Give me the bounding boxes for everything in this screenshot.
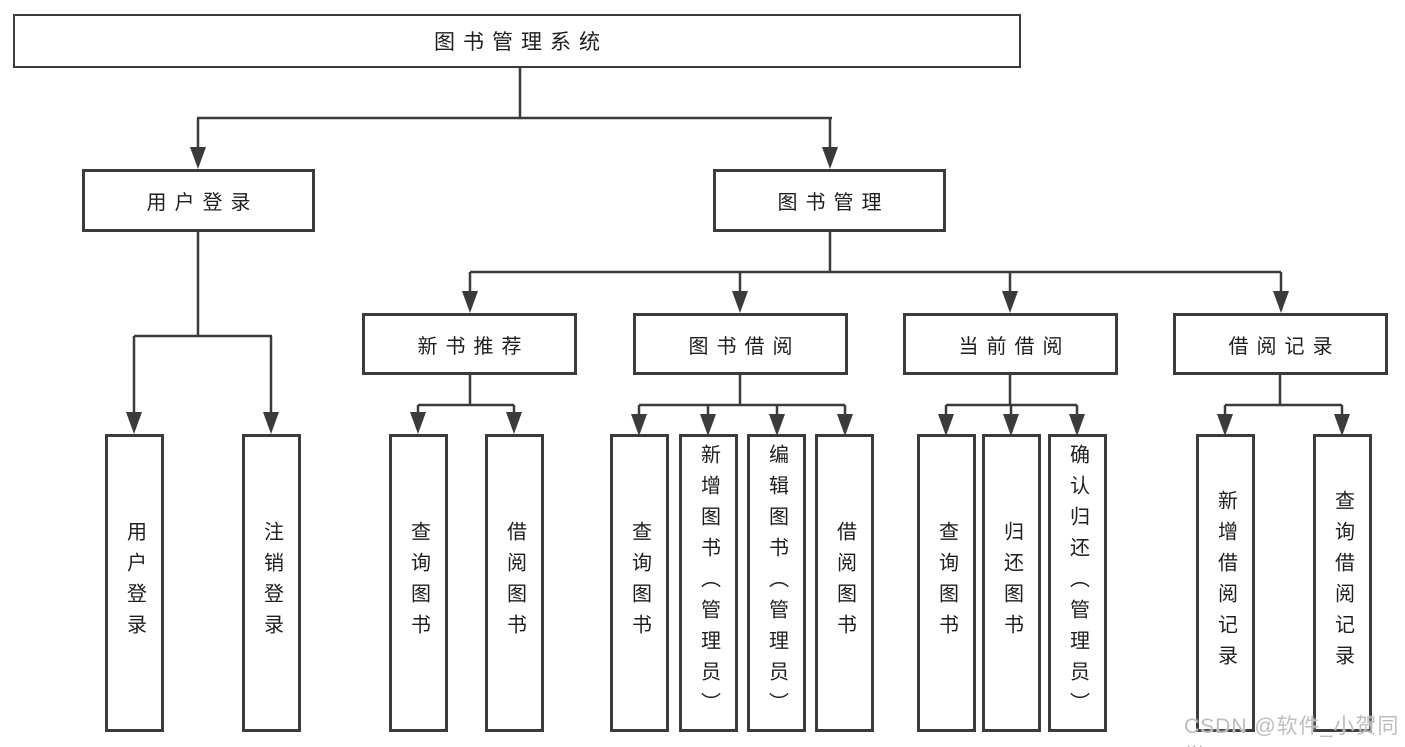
leaf-user-login: 用户登录 [105, 434, 164, 732]
leaf-add-books-admin: 新增图书（管理员） [679, 434, 738, 732]
node-book-management-branch-label: 图书管理 [777, 192, 890, 214]
node-borrowing-records-label: 借阅记录 [1228, 335, 1341, 358]
node-book-management-branch: 图书管理 [713, 169, 946, 232]
node-library-management-system: 图书管理系统 [13, 14, 1021, 68]
leaf-borrow-books-recommend-label: 借阅图书 [503, 521, 526, 645]
node-borrowing-records: 借阅记录 [1173, 313, 1388, 375]
leaf-add-books-admin-label: 新增图书（管理员） [697, 443, 720, 723]
leaf-query-books-current: 查询图书 [917, 434, 976, 732]
node-new-book-recommendation-label: 新书推荐 [417, 335, 530, 358]
leaf-query-books-recommend-label: 查询图书 [407, 521, 430, 645]
csdn-watermark: CSDN @软件_小贺同学 [1184, 715, 1400, 747]
node-current-borrowing-label: 当前借阅 [958, 335, 1071, 358]
leaf-confirm-return-admin: 确认归还（管理员） [1048, 434, 1107, 732]
leaf-edit-books-admin-label: 编辑图书（管理员） [765, 443, 788, 723]
leaf-query-books-borrow-label: 查询图书 [628, 521, 651, 645]
leaf-edit-books-admin: 编辑图书（管理员） [747, 434, 806, 732]
leaf-confirm-return-admin-label: 确认归还（管理员） [1066, 443, 1089, 723]
node-user-login-branch: 用户登录 [82, 169, 315, 232]
leaf-logout: 注销登录 [242, 434, 301, 732]
leaf-add-borrow-record-label: 新增借阅记录 [1214, 490, 1237, 676]
leaf-query-books-recommend: 查询图书 [389, 434, 448, 732]
leaf-borrow-books: 借阅图书 [815, 434, 874, 732]
node-user-login-branch-label: 用户登录 [146, 192, 259, 214]
node-current-borrowing: 当前借阅 [903, 313, 1118, 375]
leaf-logout-label: 注销登录 [260, 521, 283, 645]
node-new-book-recommendation: 新书推荐 [362, 313, 577, 375]
leaf-borrow-books-recommend: 借阅图书 [485, 434, 544, 732]
leaf-add-borrow-record: 新增借阅记录 [1196, 434, 1255, 732]
node-book-borrowing-label: 图书借阅 [688, 335, 801, 358]
leaf-query-borrow-record-label: 查询借阅记录 [1331, 490, 1354, 676]
leaf-return-books: 归还图书 [982, 434, 1041, 732]
node-library-management-system-label: 图书管理系统 [434, 31, 608, 54]
leaf-return-books-label: 归还图书 [1000, 521, 1023, 645]
leaf-user-login-label: 用户登录 [123, 521, 146, 645]
leaf-borrow-books-label: 借阅图书 [833, 521, 856, 645]
leaf-query-books-current-label: 查询图书 [935, 521, 958, 645]
node-book-borrowing: 图书借阅 [633, 313, 848, 375]
leaf-query-books-borrow: 查询图书 [610, 434, 669, 732]
leaf-query-borrow-record: 查询借阅记录 [1313, 434, 1372, 732]
